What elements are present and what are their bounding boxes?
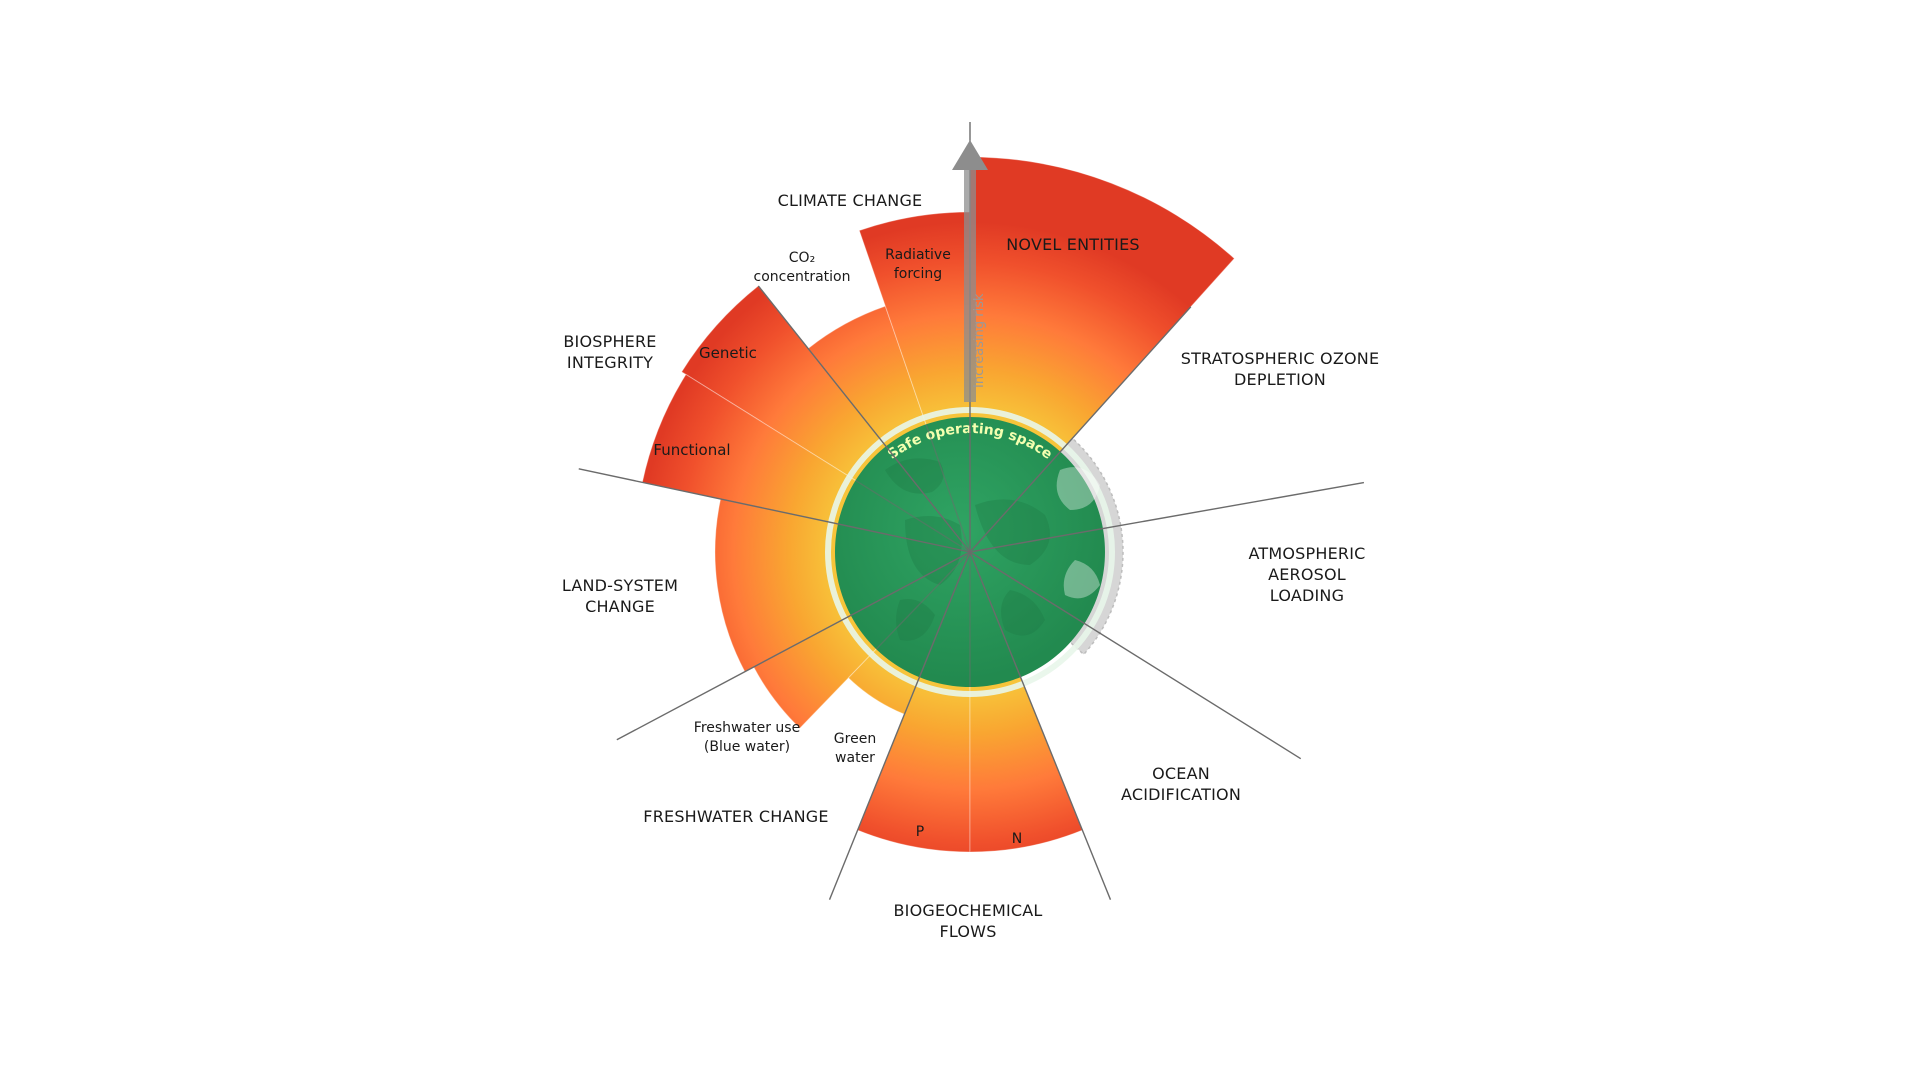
label-novel-entities: NOVEL ENTITIES	[1006, 235, 1139, 254]
divider-line	[969, 551, 1112, 900]
label-radiative-line1: Radiative	[885, 247, 951, 263]
label-co2-line1: CO₂	[789, 250, 815, 266]
divider-line	[969, 551, 1302, 760]
label-biosphere-line2: INTEGRITY	[567, 353, 653, 372]
sub-divider-line	[925, 424, 971, 553]
continents	[885, 458, 1050, 641]
label-blue-water-line1: Freshwater use	[694, 720, 800, 736]
label-land-system-line1: LAND-SYSTEM	[562, 576, 678, 595]
divider-line	[578, 468, 971, 553]
label-ozone-line2: DEPLETION	[1234, 370, 1326, 389]
label-aerosol-line3: LOADING	[1270, 586, 1344, 605]
sub-control-labels: CO₂ concentration Radiative forcing Gene…	[653, 247, 1022, 847]
sub-divider-line	[855, 479, 971, 553]
boundary-labels: CLIMATE CHANGE NOVEL ENTITIES STRATOSPHE…	[562, 191, 1379, 941]
label-genetic: Genetic	[699, 344, 757, 362]
label-biosphere-line1: BIOSPHERE	[563, 332, 656, 351]
label-nitrogen: N	[1012, 831, 1022, 847]
label-ozone-line1: STRATOSPHERIC OZONE	[1181, 349, 1380, 368]
divider-line	[969, 481, 1365, 553]
label-aerosol-line1: ATMOSPHERIC	[1248, 544, 1365, 563]
increasing-risk-arrow: Increasing risk	[952, 140, 988, 402]
divider-line	[616, 551, 971, 741]
label-aerosol-line2: AEROSOL	[1268, 565, 1346, 584]
sub-divider-line	[875, 551, 971, 650]
divider-line	[969, 306, 1192, 553]
label-land-system-line2: CHANGE	[585, 597, 655, 616]
label-functional: Functional	[653, 441, 730, 459]
unknown-continents	[1056, 467, 1100, 599]
label-biogeochemical-line1: BIOGEOCHEMICAL	[893, 901, 1042, 920]
label-freshwater: FRESHWATER CHANGE	[643, 807, 828, 826]
divider-line	[757, 285, 971, 553]
label-green-water-line1: Green	[834, 731, 876, 747]
label-ocean-line1: OCEAN	[1152, 764, 1210, 783]
label-green-water-line2: water	[835, 750, 875, 766]
sub-divider-line	[918, 551, 971, 678]
increasing-risk-label: Increasing risk	[972, 293, 987, 388]
label-co2-line2: concentration	[754, 269, 851, 285]
label-biogeochemical-line2: FLOWS	[939, 922, 996, 941]
label-ocean-line2: ACIDIFICATION	[1121, 785, 1241, 804]
label-climate-change: CLIMATE CHANGE	[778, 191, 923, 210]
label-radiative-line2: forcing	[894, 266, 942, 282]
label-phosphorus: P	[916, 824, 924, 840]
label-blue-water-line2: (Blue water)	[704, 739, 790, 755]
